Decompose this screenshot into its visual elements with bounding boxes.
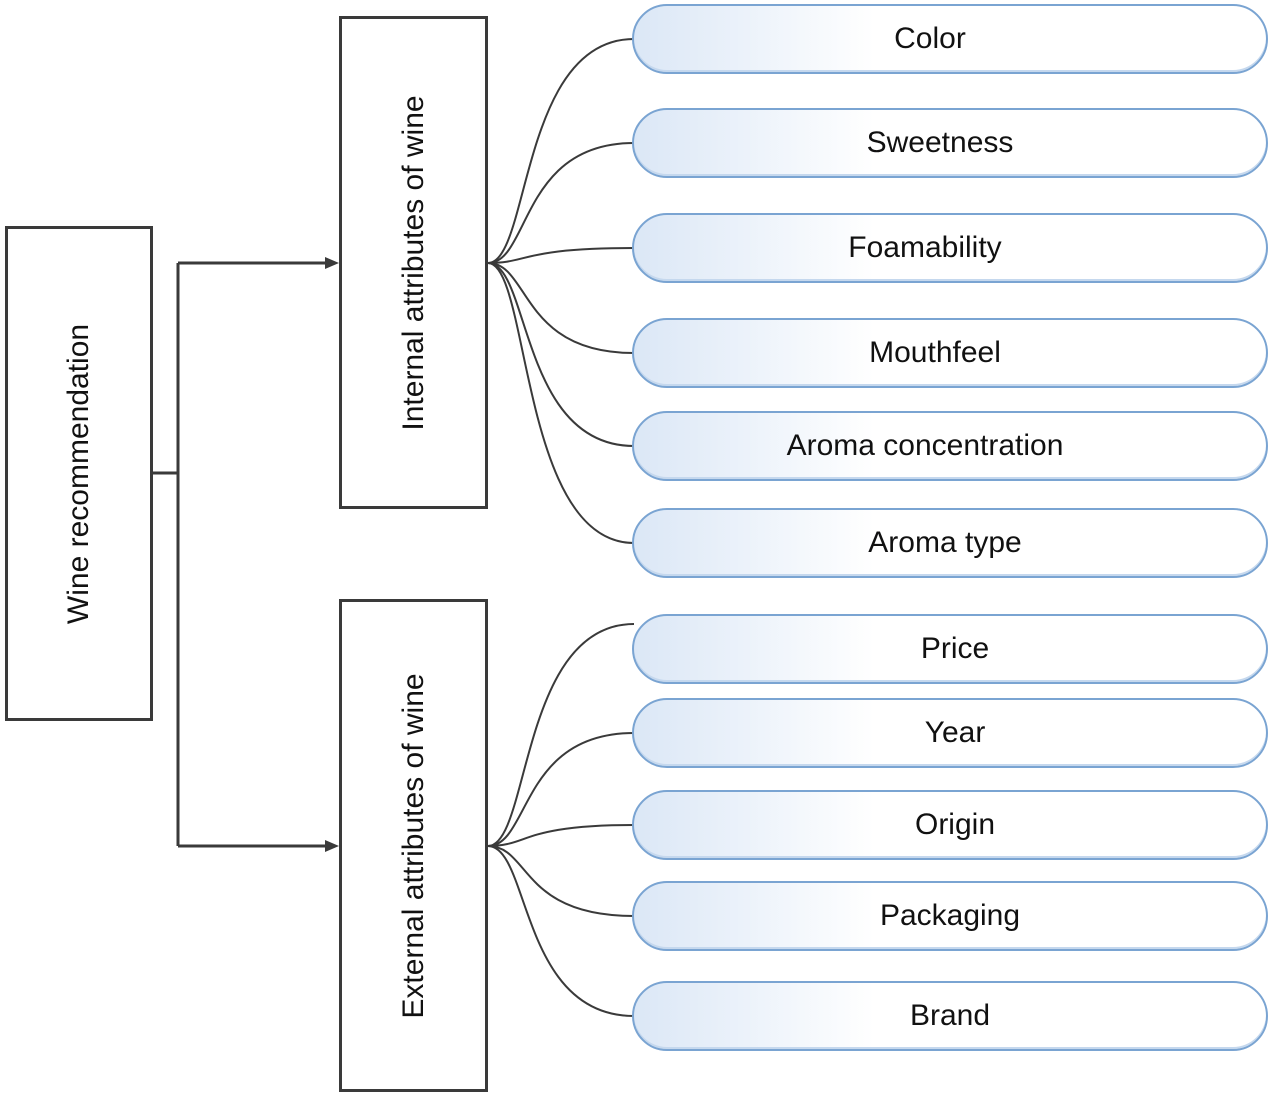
connector-curve-1-3 — [487, 845, 635, 917]
arrow-connectors — [153, 257, 339, 852]
attribute-label: Color — [894, 22, 966, 55]
attribute-node-price: Price — [632, 614, 1268, 684]
attribute-label: Aroma type — [868, 526, 1022, 559]
connector-curve-1-1 — [487, 732, 635, 847]
connector-curve-0-1 — [487, 142, 635, 264]
attribute-node-aroma-concentration: Aroma concentration — [632, 411, 1268, 481]
attribute-label: Origin — [914, 808, 996, 841]
group-node-external-attributes: External attributes of wine — [339, 599, 488, 1092]
root-node-wine-recommendation: Wine recommendation — [5, 226, 153, 721]
group-node-label: Internal attributes of wine — [396, 94, 430, 431]
attribute-node-mouthfeel: Mouthfeel — [632, 318, 1268, 388]
attribute-label: Aroma concentration — [786, 429, 1064, 462]
connector-curve-1-0 — [487, 623, 635, 847]
attribute-node-year: Year — [632, 698, 1268, 768]
connector-curve-0-5 — [487, 262, 635, 544]
connector-curve-1-2 — [487, 824, 635, 847]
connector-curve-0-2 — [487, 247, 635, 264]
group-node-internal-attributes: Internal attributes of wine — [339, 16, 488, 509]
attribute-label: Sweetness — [866, 126, 1014, 159]
attribute-label: Year — [924, 716, 986, 749]
root-bracket-line — [153, 261, 329, 848]
group-node-label: External attributes of wine — [396, 672, 430, 1019]
attribute-label: Packaging — [879, 899, 1021, 932]
connector-curve-0-4 — [487, 262, 635, 447]
attribute-node-brand: Brand — [632, 981, 1268, 1051]
connector-curve-1-4 — [487, 845, 635, 1017]
attribute-node-packaging: Packaging — [632, 881, 1268, 951]
connector-curve-0-0 — [487, 38, 635, 264]
connector-curve-0-3 — [487, 262, 635, 354]
attribute-label: Price — [920, 632, 990, 665]
attribute-label: Mouthfeel — [869, 336, 1001, 369]
root-node-label: Wine recommendation — [62, 323, 95, 624]
attribute-node-foamability: Foamability — [632, 213, 1268, 283]
attribute-label: Brand — [909, 999, 991, 1032]
attribute-node-sweetness: Sweetness — [632, 108, 1268, 178]
attribute-node-origin: Origin — [632, 790, 1268, 860]
arrowhead-internal — [325, 257, 339, 269]
curve-connectors — [487, 38, 635, 1017]
attribute-node-color: Color — [632, 4, 1268, 74]
attribute-node-aroma-type: Aroma type — [632, 508, 1268, 578]
arrowhead-external — [325, 840, 339, 852]
attribute-label: Foamability — [848, 231, 1002, 264]
